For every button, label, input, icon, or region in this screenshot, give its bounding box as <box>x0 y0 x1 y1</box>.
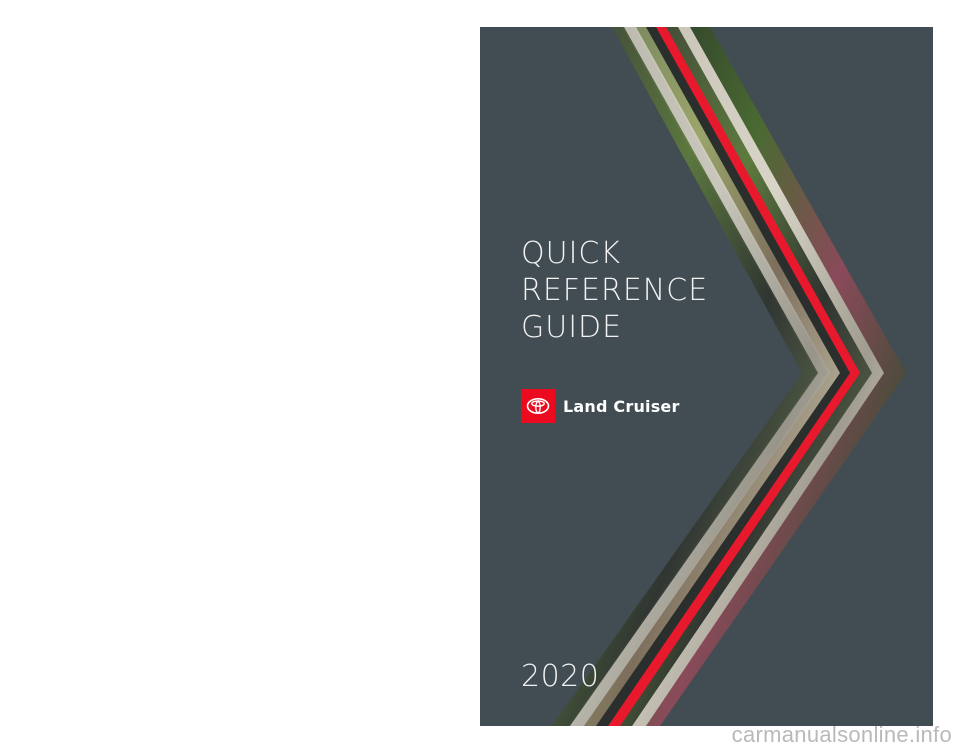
guide-title: QUICK REFERENCE GUIDE <box>521 235 708 346</box>
title-line-1: QUICK <box>521 236 622 271</box>
watermark: carmanualsonline.info <box>731 722 952 747</box>
title-line-3: GUIDE <box>521 310 623 345</box>
brand-row: Land Cruiser <box>521 389 680 423</box>
toyota-emblem-icon <box>521 389 555 423</box>
model-year: 2020 <box>521 659 600 694</box>
chevron-stripes-graphic <box>552 27 906 726</box>
guide-cover: QUICK REFERENCE GUIDE Land Cruiser 2020 <box>480 27 933 726</box>
title-line-2: REFERENCE <box>521 273 709 308</box>
model-name: Land Cruiser <box>563 396 680 416</box>
